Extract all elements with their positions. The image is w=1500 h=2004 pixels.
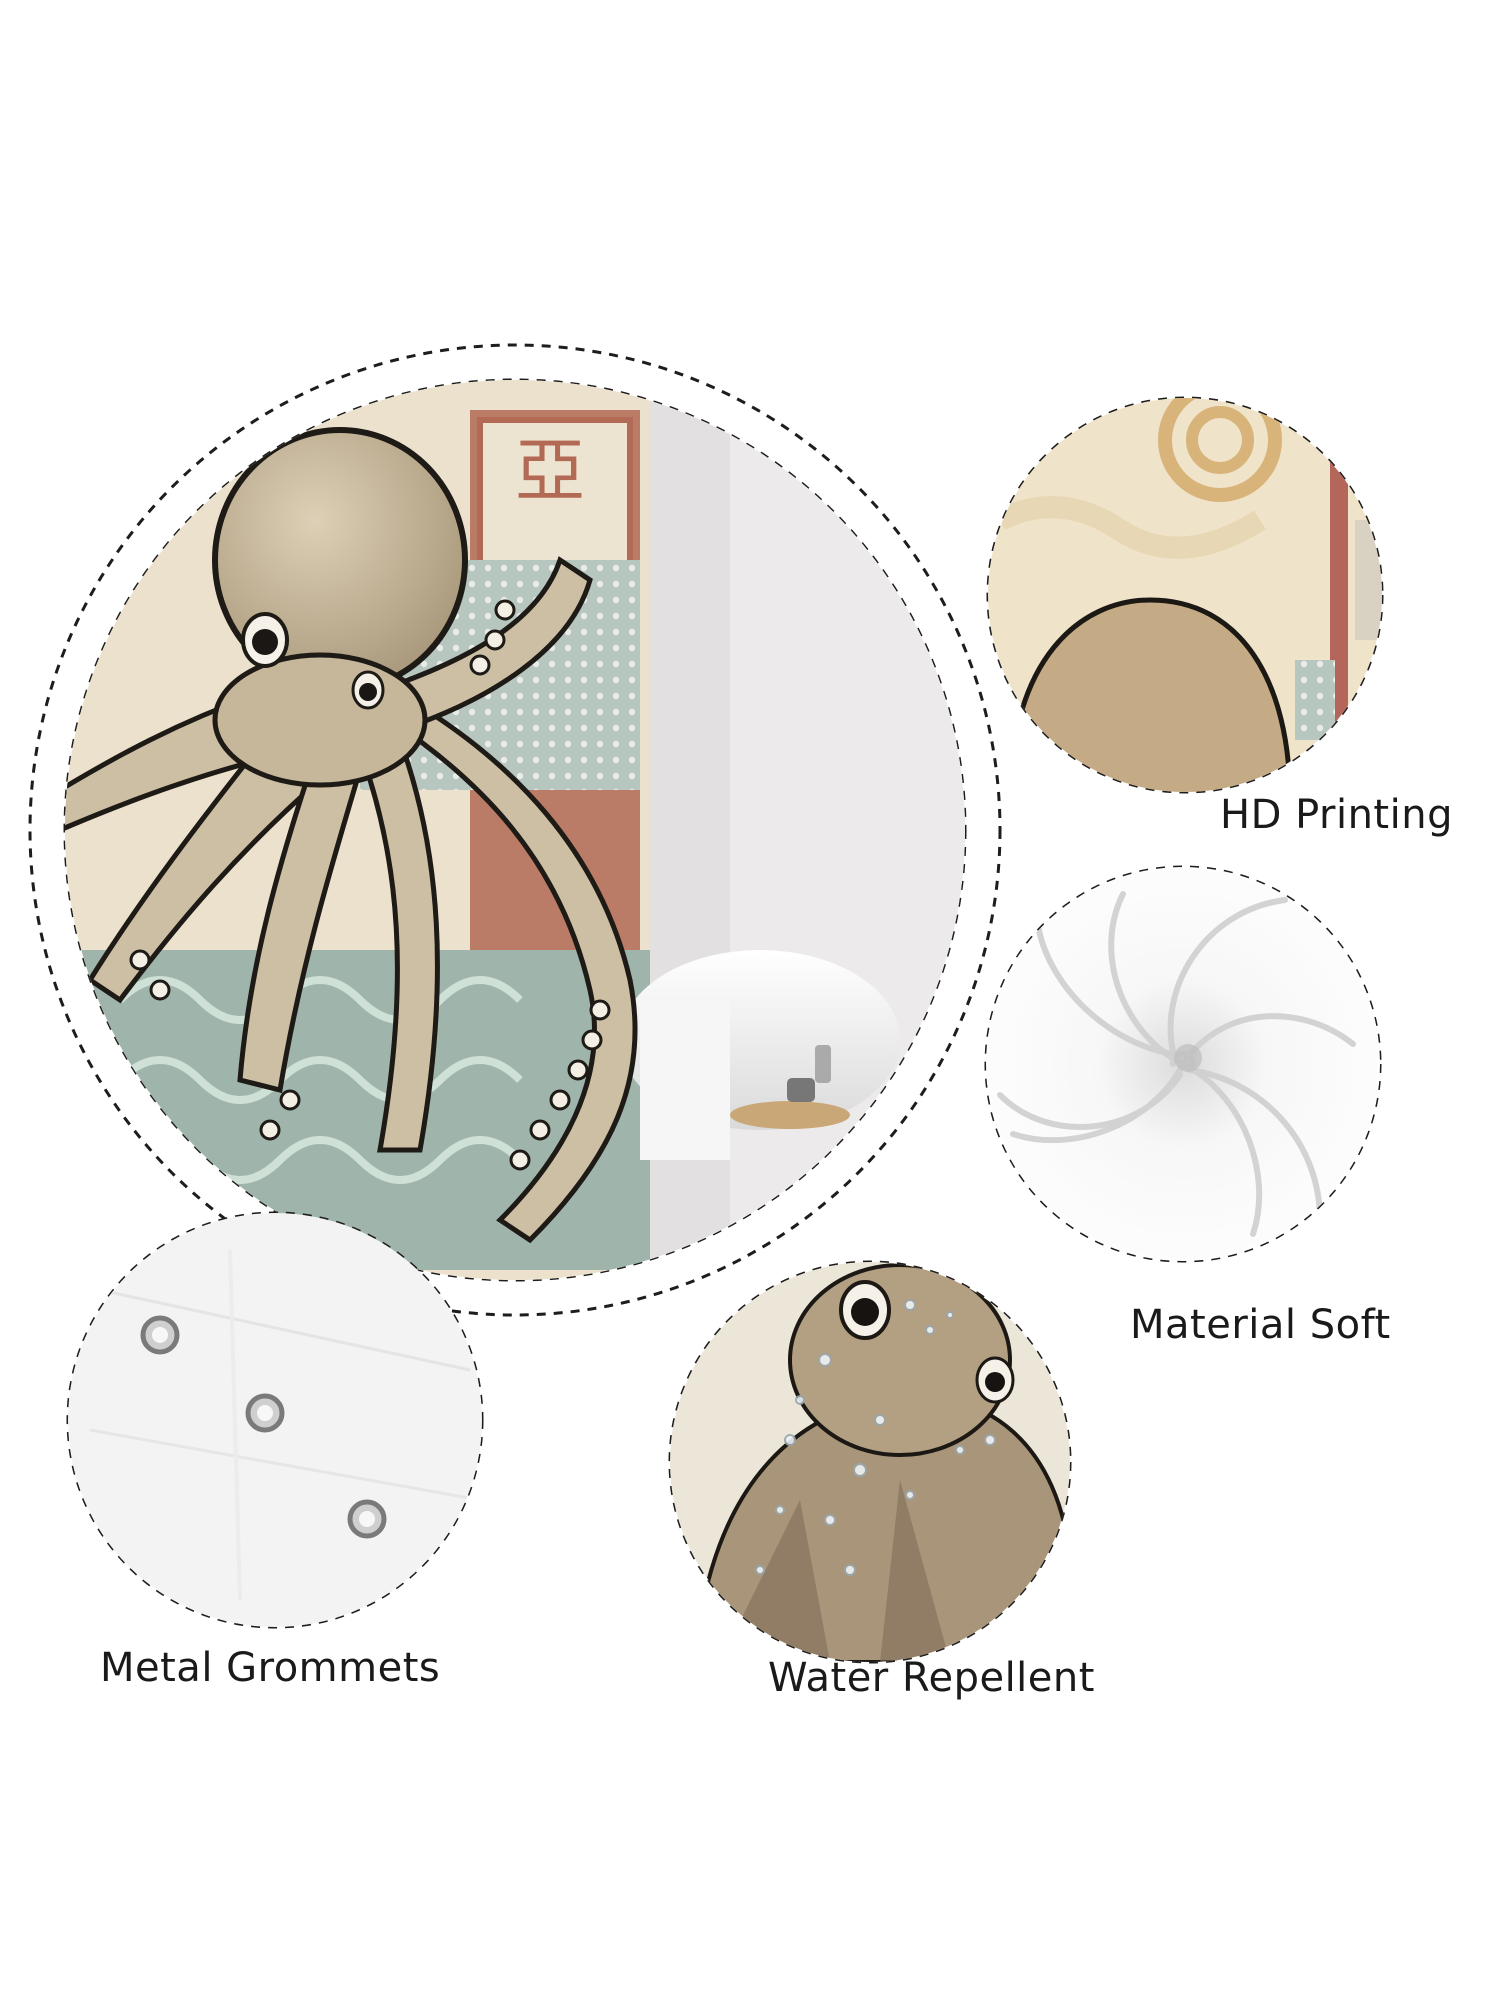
hd-printing-detail-image	[986, 396, 1384, 794]
water-repellent-label: Water Repellent	[768, 1655, 1095, 1701]
metal-grommets-label: Metal Grommets	[100, 1645, 441, 1691]
svg-text:亞: 亞	[515, 430, 585, 512]
main-octopus-curtain-image: 亞	[28, 343, 1002, 1317]
water-droplets-icon	[755, 1299, 996, 1576]
grommet-icon	[140, 1315, 180, 1355]
water-repellent-detail-image	[668, 1260, 1072, 1664]
material-soft-detail-image	[984, 865, 1382, 1263]
grommet-icon	[347, 1499, 387, 1539]
metal-grommets-detail-image	[66, 1211, 484, 1629]
material-soft-label: Material Soft	[1130, 1302, 1391, 1348]
hd-printing-label: HD Printing	[1220, 792, 1453, 838]
grommet-icon	[245, 1393, 285, 1433]
